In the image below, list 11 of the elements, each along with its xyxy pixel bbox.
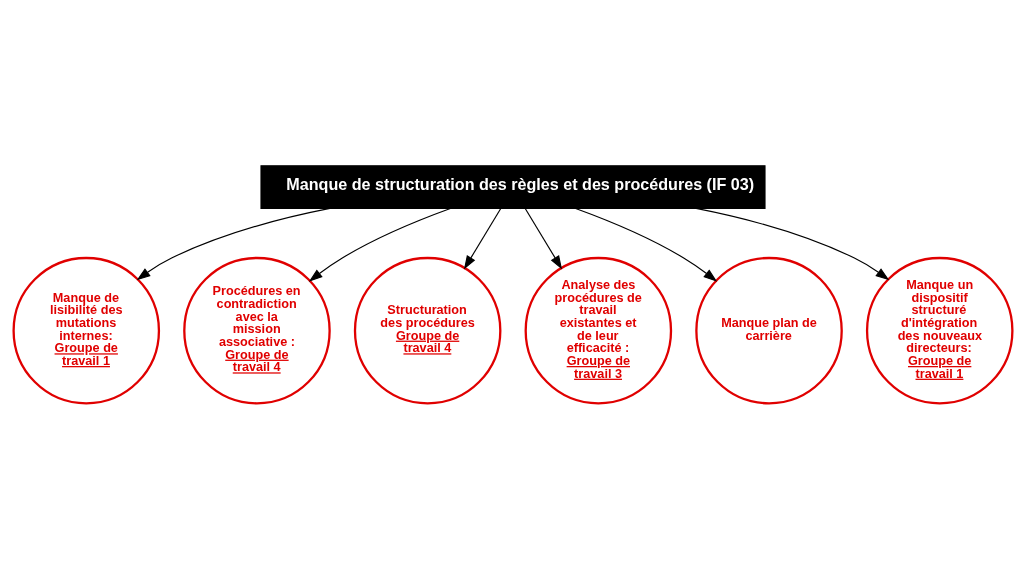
arrow bbox=[574, 207, 717, 282]
arrow bbox=[308, 207, 451, 282]
node-box: Manque de structuration des règles et des procédures (IF 03) bbox=[259, 164, 766, 209]
arrow bbox=[524, 207, 562, 269]
node-circle: Manque plan de carrière bbox=[694, 256, 843, 404]
arrow bbox=[136, 207, 331, 280]
arrow bbox=[463, 207, 501, 269]
arrow bbox=[694, 207, 889, 280]
node-circle: Manque un dispositif structuré d'intégration des nouveaux directeurs: Groupe de travail 1 bbox=[865, 256, 1014, 404]
node-circle: Manque de lisibilité des mutations internes: Groupe de travail 1 bbox=[11, 256, 160, 404]
node-circle: Procédures en contradiction avec la mission associative : Groupe de travail 4 bbox=[182, 256, 331, 404]
